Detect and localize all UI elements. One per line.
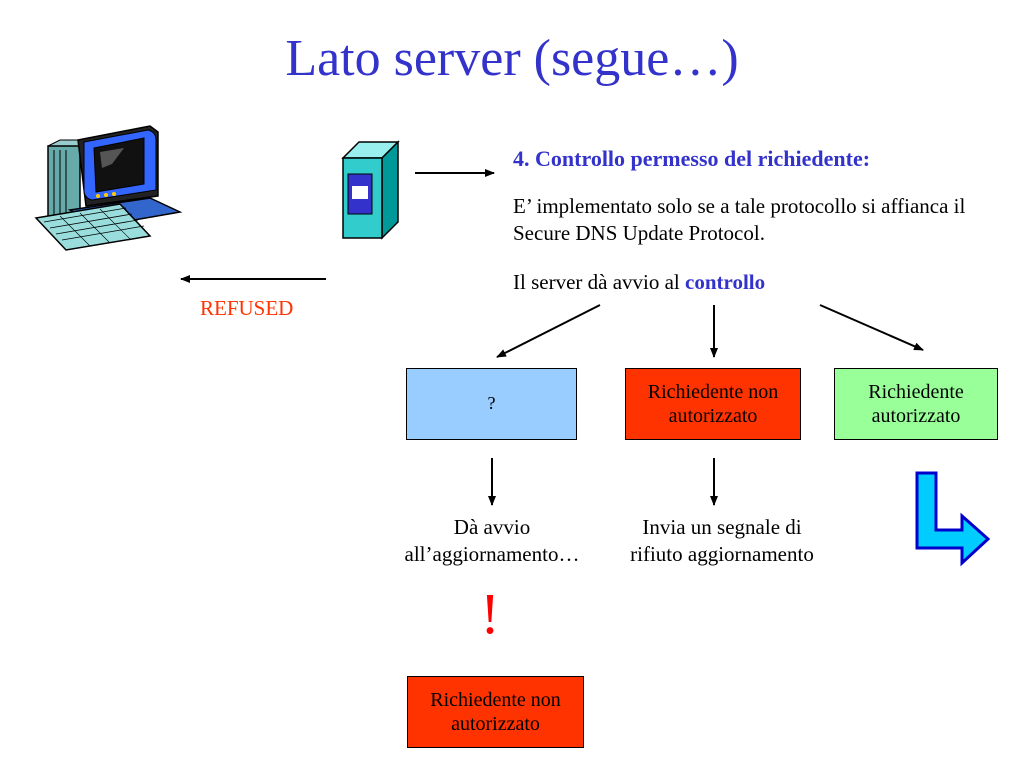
turn-right-arrow-icon xyxy=(915,471,991,567)
control-text: Il server dà avvio al controllo xyxy=(513,269,765,296)
start-update-caption: Dà avvio all’aggiornamento… xyxy=(404,515,580,567)
server-icon xyxy=(341,140,400,240)
control-text-prefix: Il server dà avvio al xyxy=(513,270,686,294)
not-authorized-bottom-box: Richiedente non autorizzato xyxy=(407,676,584,748)
refused-label: REFUSED xyxy=(200,296,294,320)
authorized-box: Richiedente autorizzato xyxy=(834,368,998,440)
unknown-box-label: ? xyxy=(487,393,496,414)
arrow-to-authorized xyxy=(819,304,924,351)
exclamation-mark: ! xyxy=(480,581,500,646)
arrow-to-unknown xyxy=(496,304,601,358)
not-authorized-box: Richiedente non autorizzato xyxy=(625,368,801,440)
not-authorized-bottom-box-label: Richiedente non autorizzato xyxy=(430,689,561,735)
authorized-box-label: Richiedente autorizzato xyxy=(868,381,964,427)
computer-icon xyxy=(34,125,183,251)
refuse-signal-caption: Invia un segnale di rifiuto aggiornament… xyxy=(630,515,814,567)
unknown-box: ? xyxy=(406,368,577,440)
slide-title: Lato server (segue…) xyxy=(285,30,739,87)
description-text: E’ implementato solo se a tale protocoll… xyxy=(513,194,966,246)
control-keyword: controllo xyxy=(685,270,766,294)
step-heading: 4. Controllo permesso del richiedente: xyxy=(513,146,871,171)
not-authorized-box-label: Richiedente non autorizzato xyxy=(647,381,779,427)
